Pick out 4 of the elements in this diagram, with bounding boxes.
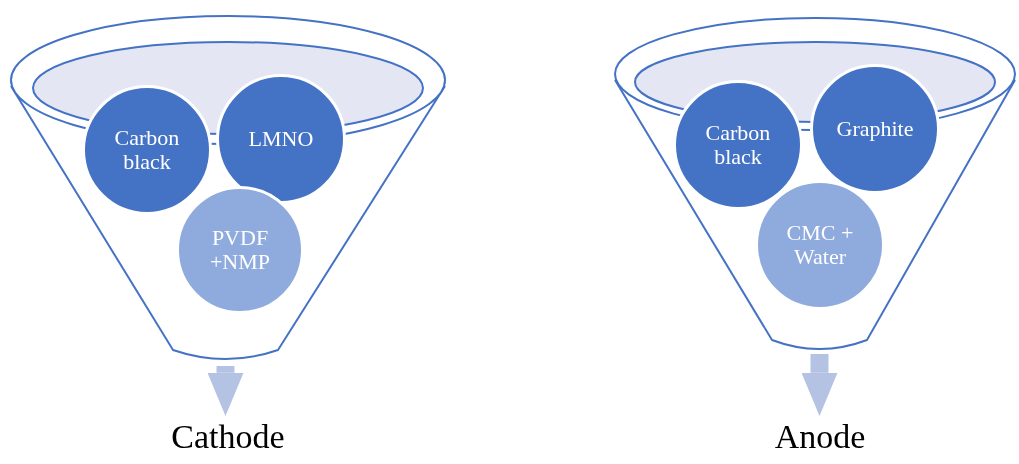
arrow	[207, 366, 244, 416]
output-label: Anode	[720, 418, 920, 460]
output-label: Cathode	[128, 418, 328, 460]
arrow	[801, 354, 838, 416]
